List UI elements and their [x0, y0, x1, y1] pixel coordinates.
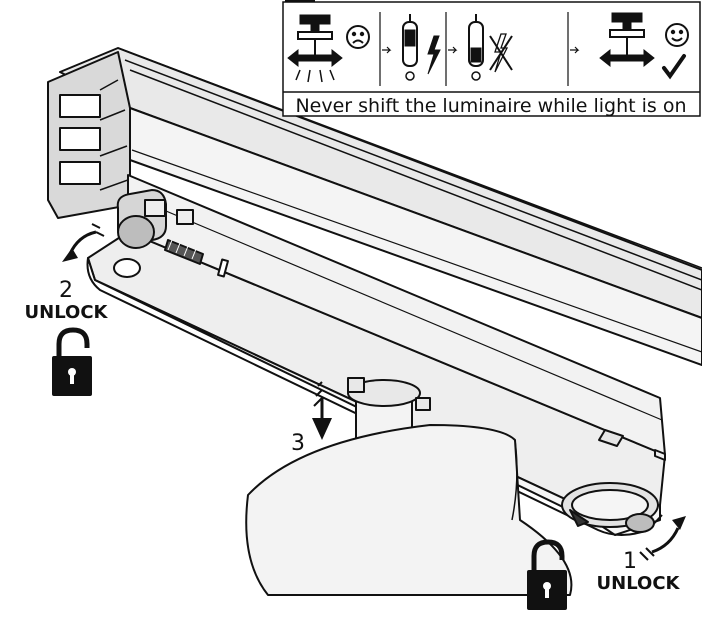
- step-1-callout: 1 UNLOCK: [527, 516, 686, 610]
- step-1-label: UNLOCK: [597, 573, 681, 594]
- unlocked-padlock-icon-right: [527, 539, 567, 610]
- lightning-icon: [427, 35, 441, 75]
- track-adapter-housing: [86, 174, 666, 536]
- unlocked-padlock-icon: [52, 327, 92, 396]
- luminaire-shift-sad: [287, 14, 370, 83]
- rotate-arrow-left-icon: [68, 230, 97, 255]
- switch-off: [402, 14, 441, 81]
- happy-face-icon: [665, 23, 689, 47]
- step-3-number: 3: [291, 431, 305, 456]
- luminaire-shift-happy: [599, 12, 689, 80]
- warning-caption: Never shift the luminaire while light is…: [295, 95, 686, 117]
- sad-face-icon: [346, 25, 370, 49]
- step-1-number: 1: [623, 549, 637, 574]
- step-2-callout: 2 UNLOCK: [25, 223, 109, 396]
- rotate-arrow-right-icon: [651, 527, 680, 554]
- step-2-label: UNLOCK: [25, 302, 109, 323]
- luminaire: [245, 377, 573, 596]
- step-2-number: 2: [59, 278, 73, 303]
- step-3-callout: 3: [291, 381, 332, 456]
- track-rail: [47, 47, 702, 366]
- light-off: [468, 14, 513, 81]
- warning-panel: Never shift the luminaire while light is…: [282, 0, 701, 117]
- push-down-arrow-icon: [312, 418, 332, 440]
- no-lightning-icon: [489, 33, 513, 73]
- checkmark-icon: [662, 54, 686, 80]
